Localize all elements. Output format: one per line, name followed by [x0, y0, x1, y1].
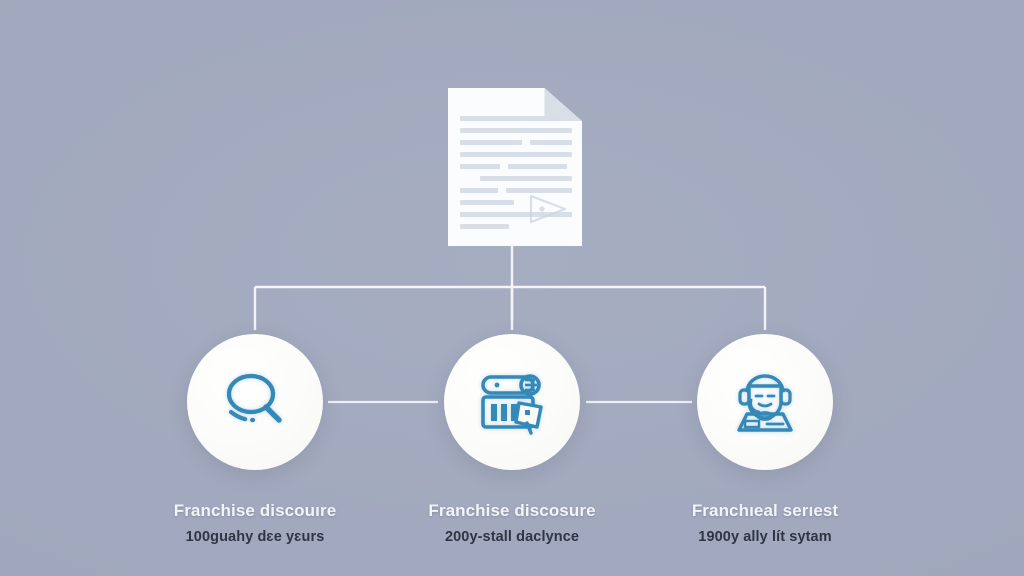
document-text-lines	[460, 116, 572, 236]
node-1-title: Franchise discouıre	[173, 501, 337, 520]
node-2-caption: Franchise discosure 200y-stall daclynce	[422, 500, 602, 546]
node-3-circle[interactable]	[697, 334, 833, 470]
node-franchise-discouire[interactable]: Franchise discouıre 100guahy dɛe yɛurs	[165, 334, 345, 546]
support-agent-headset-icon	[737, 374, 793, 432]
node-3-caption: Franchıeal serıest 1900y ally lít sytam	[675, 500, 855, 546]
play-triangle-icon	[529, 194, 567, 224]
node-1-caption: Franchise discouıre 100guahy dɛe yɛurs	[165, 500, 345, 546]
node-franchise-discosure[interactable]: Franchise discosure 200y-stall daclynce	[422, 334, 602, 546]
node-2-title: Franchise discosure	[428, 501, 596, 520]
node-3-subtitle: 1900y ally lít sytam	[698, 529, 832, 546]
node-franchial-service[interactable]: Franchıeal serıest 1900y ally lít sytam	[675, 334, 855, 546]
node-1-circle[interactable]	[187, 334, 323, 470]
ledger-scroll-icon	[481, 374, 543, 435]
magnifier-icon	[226, 373, 282, 423]
node-2-circle[interactable]	[444, 334, 580, 470]
root-document-node	[448, 88, 582, 246]
node-3-title: Franchıeal serıest	[691, 501, 839, 520]
node-2-subtitle: 200y-stall daclynce	[444, 529, 580, 546]
node-1-subtitle: 100guahy dɛe yɛurs	[185, 529, 325, 546]
